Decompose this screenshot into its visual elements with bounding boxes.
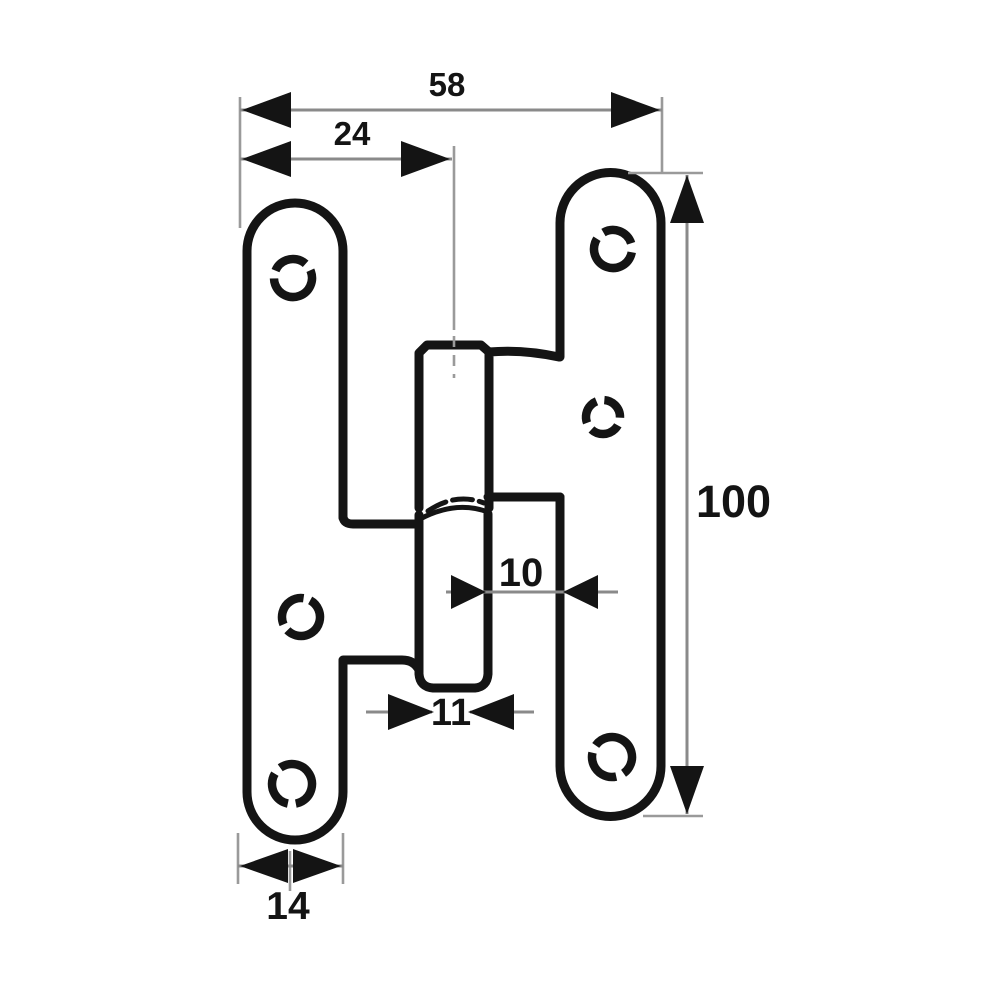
arrowhead-up-icon bbox=[670, 175, 704, 223]
left-leaf-outline bbox=[242, 198, 348, 845]
dimension-label-leaf-width: 14 bbox=[266, 885, 310, 928]
dimension-label-total-width: 58 bbox=[429, 66, 466, 103]
dimension-label-edge-to-pin: 24 bbox=[334, 115, 371, 152]
dimension-knuckle-width: 11 bbox=[366, 692, 534, 734]
arrowhead-right-icon bbox=[293, 849, 341, 883]
upper-knuckle-outline bbox=[414, 340, 564, 513]
arrowhead-right-icon bbox=[388, 694, 434, 730]
left-leaf-tab-top-edge bbox=[338, 512, 423, 529]
arrowhead-down-icon bbox=[670, 766, 704, 814]
arrowhead-right-icon bbox=[401, 141, 450, 177]
arrowhead-left-icon bbox=[240, 849, 288, 883]
arrowhead-left-icon bbox=[242, 92, 291, 128]
screw-hole-right-bottom bbox=[587, 732, 637, 782]
arrowhead-right-icon bbox=[611, 92, 660, 128]
right-leaf-outline bbox=[555, 168, 666, 821]
dimension-edge-to-pin: 24 bbox=[240, 115, 456, 378]
left-leaf-tab-bottom-edge bbox=[338, 655, 424, 675]
dimension-height: 100 bbox=[628, 171, 771, 818]
screw-hole-left-top bbox=[269, 254, 317, 302]
screw-hole-right-middle bbox=[581, 395, 625, 439]
dimension-label-knuckle-width: 11 bbox=[431, 692, 471, 734]
screw-hole-left-middle bbox=[277, 593, 325, 641]
dimension-knuckle-offset: 10 bbox=[446, 551, 618, 609]
knuckle-joint-upper-arc bbox=[425, 496, 487, 514]
dimension-label-knuckle-offset: 10 bbox=[499, 551, 544, 595]
arrowhead-right-icon bbox=[451, 575, 486, 609]
arrowhead-left-icon bbox=[468, 694, 514, 730]
dimension-total-width: 58 bbox=[238, 66, 664, 228]
lower-knuckle-outline bbox=[414, 509, 493, 693]
dimension-leaf-width: 14 bbox=[236, 833, 345, 928]
screw-hole-left-bottom bbox=[267, 759, 317, 809]
knuckle-joint-lower-arc bbox=[417, 504, 491, 522]
arrowhead-left-icon bbox=[242, 141, 291, 177]
dimension-label-height: 100 bbox=[696, 476, 771, 527]
arrowhead-left-icon bbox=[563, 575, 598, 609]
screw-hole-right-top bbox=[589, 225, 637, 273]
